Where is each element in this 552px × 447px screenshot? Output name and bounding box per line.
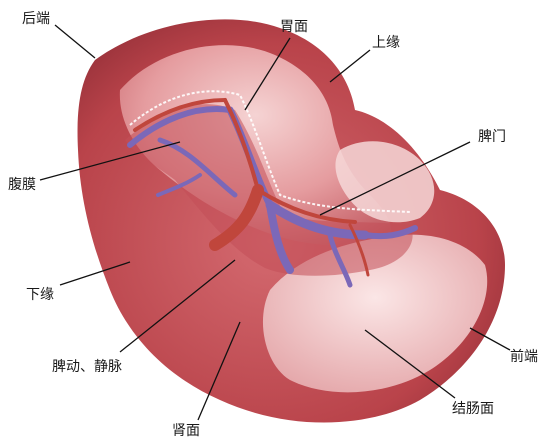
label-colic-surface: 结肠面 <box>452 402 494 416</box>
label-renal-surface: 肾面 <box>172 424 200 438</box>
label-upper-border: 上缘 <box>372 36 400 50</box>
leader-rear-end <box>55 25 95 58</box>
label-peritoneum: 腹膜 <box>8 178 36 192</box>
leader-upper-border <box>330 50 370 82</box>
label-gastric-surface: 胃面 <box>280 20 308 34</box>
label-hilum: 脾门 <box>478 130 506 144</box>
label-front-end: 前端 <box>510 350 538 364</box>
label-rear-end: 后端 <box>22 12 50 26</box>
label-splenic-vessels: 脾动、静脉 <box>52 360 122 374</box>
label-lower-border: 下缘 <box>26 288 54 302</box>
